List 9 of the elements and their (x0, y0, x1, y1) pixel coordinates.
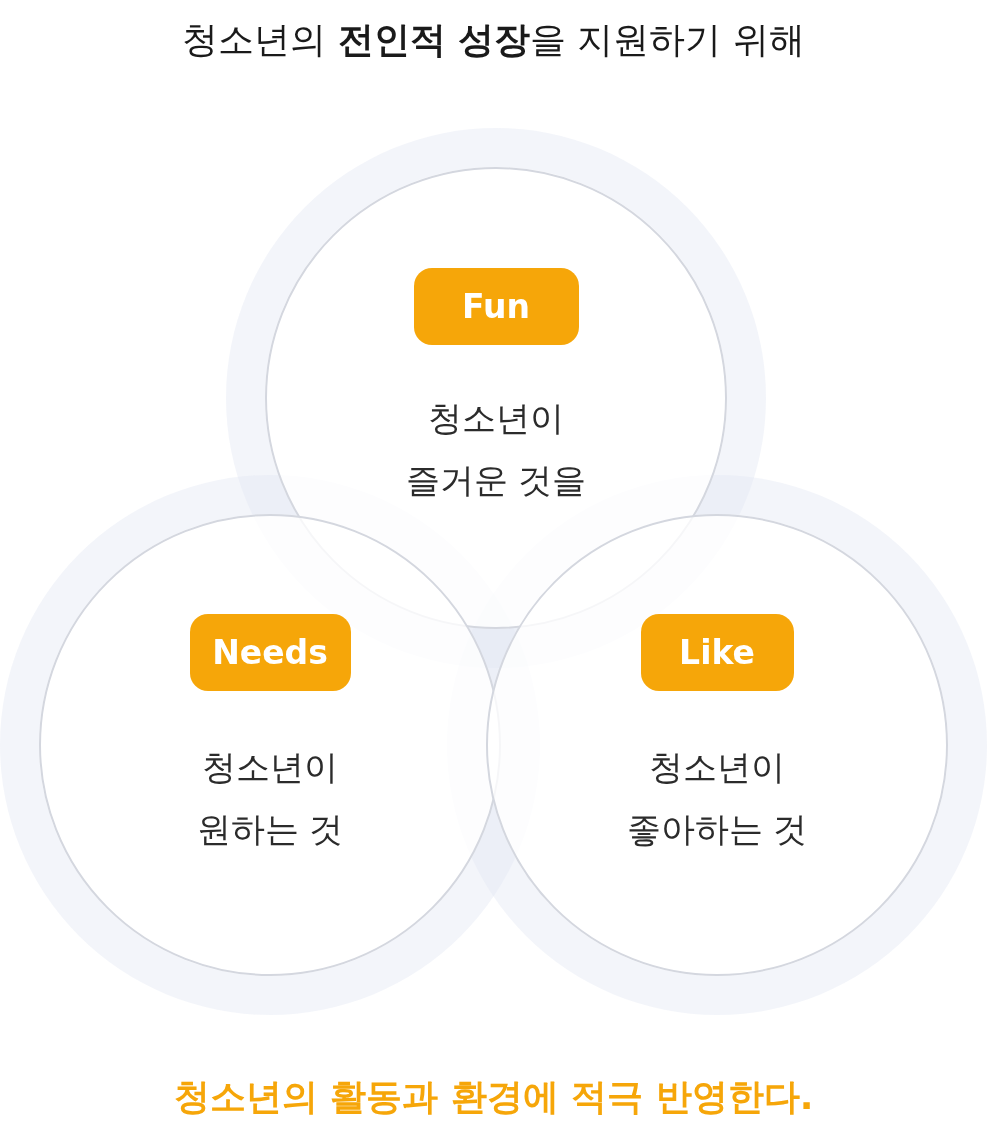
category-badge: Fun (413, 268, 579, 345)
description-text: 청소년이 즐거운 것을 (405, 398, 587, 500)
category-badge: Like (640, 614, 794, 691)
category-badge: Needs (189, 614, 351, 691)
venn-circle (486, 514, 948, 976)
title: 청소년의 전인적 성장을 지원하기 위해 (182, 19, 805, 60)
description-text: 청소년이 좋아하는 것 (626, 747, 808, 849)
caption-text: 청소년의 활동과 환경에 적극 반영한다. (173, 1076, 814, 1117)
description-text: 청소년이 원하는 것 (196, 747, 344, 849)
